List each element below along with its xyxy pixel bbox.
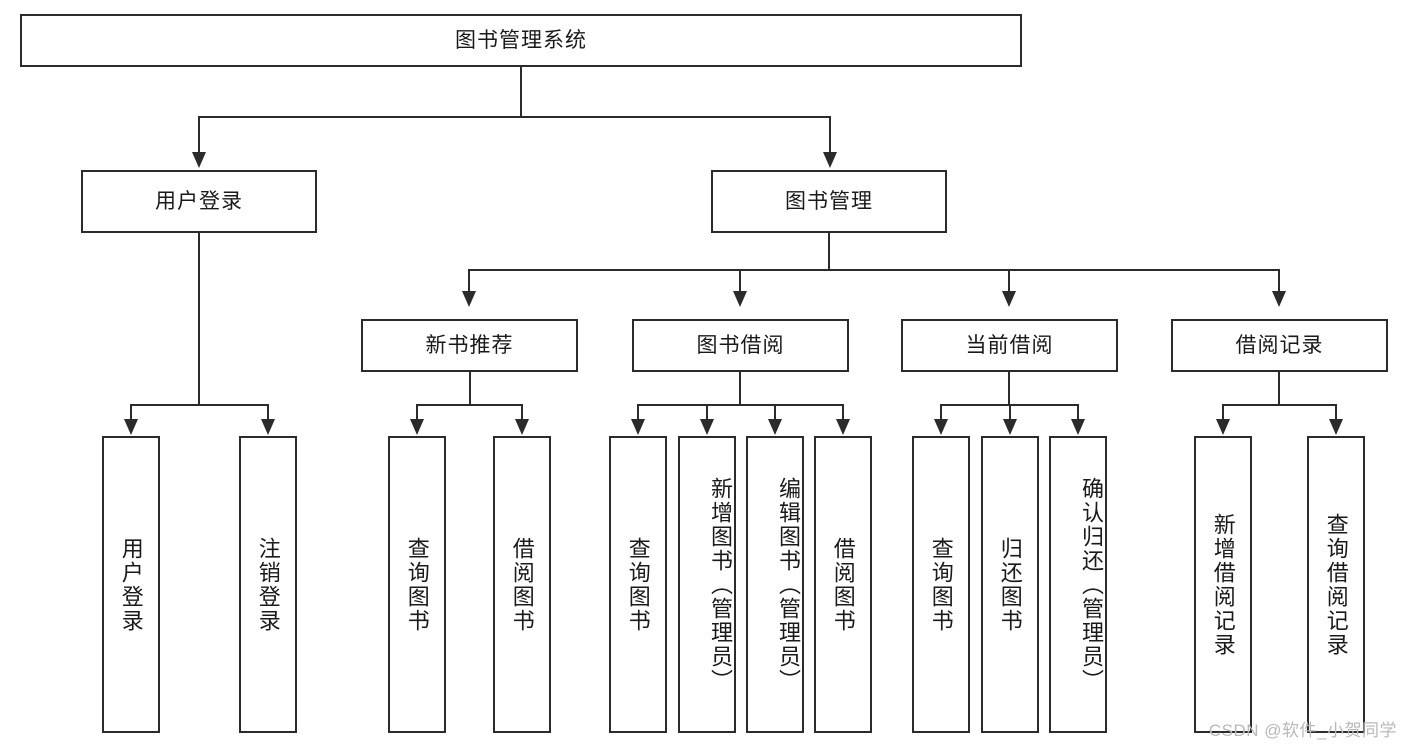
node-label: 图书借阅 xyxy=(696,333,785,357)
leaf-bb-add-book[interactable]: 新增图书（管理员） xyxy=(678,436,736,733)
connector-level2-bus xyxy=(468,269,1280,271)
connector-new-book-bus xyxy=(416,404,523,406)
connector-drop-cb-confirm xyxy=(1077,404,1079,420)
connector-drop-new-book xyxy=(468,269,470,293)
connector-drop-cb-query xyxy=(940,404,942,420)
arrow-to-nb-borrow-book xyxy=(515,419,529,435)
arrow-to-leaf-user-login xyxy=(124,419,138,435)
arrow-to-bb-borrow-book xyxy=(836,419,850,435)
arrow-to-nb-query-book xyxy=(410,419,424,435)
connector-drop-book-borrow xyxy=(739,269,741,293)
connector-drop-user-login xyxy=(198,116,200,154)
connector-drop-bb-query xyxy=(637,404,639,420)
arrow-to-br-add-record xyxy=(1216,419,1230,435)
connector-drop-leaf-logout xyxy=(267,404,269,420)
arrow-to-cb-return-book xyxy=(1003,419,1017,435)
connector-drop-borrow-records xyxy=(1278,269,1280,293)
arrow-to-cb-confirm-return xyxy=(1071,419,1085,435)
arrow-to-book-manage xyxy=(823,152,837,168)
leaf-label: 用户登录 xyxy=(118,536,144,633)
arrow-to-user-login xyxy=(192,152,206,168)
leaf-label: 查询图书 xyxy=(625,536,651,633)
node-label: 新书推荐 xyxy=(425,333,514,357)
arrow-to-bb-edit-book xyxy=(768,419,782,435)
leaf-cb-query-book[interactable]: 查询图书 xyxy=(912,436,970,733)
node-borrow-records[interactable]: 借阅记录 xyxy=(1171,319,1388,372)
connector-drop-leaf-user-login xyxy=(130,404,132,420)
leaf-label: 查询借阅记录 xyxy=(1323,512,1349,657)
leaf-bb-query-book[interactable]: 查询图书 xyxy=(609,436,667,733)
connector-current-borrow-stem xyxy=(1008,372,1010,405)
leaf-label: 借阅图书 xyxy=(830,536,856,633)
arrow-to-book-borrow xyxy=(733,291,747,307)
connector-level1-bus xyxy=(198,116,831,118)
connector-drop-br-query xyxy=(1335,404,1337,420)
leaf-label: 查询图书 xyxy=(404,536,430,633)
node-label: 图书管理 xyxy=(785,189,873,213)
node-root-library-system[interactable]: 图书管理系统 xyxy=(20,14,1022,67)
connector-root-stem xyxy=(520,67,522,117)
arrow-to-borrow-records xyxy=(1272,291,1286,307)
connector-drop-book-manage xyxy=(829,116,831,154)
connector-new-book-stem xyxy=(469,372,471,405)
connector-borrow-records-stem xyxy=(1278,372,1280,405)
leaf-nb-borrow-book[interactable]: 借阅图书 xyxy=(493,436,551,733)
leaf-bb-borrow-book[interactable]: 借阅图书 xyxy=(814,436,872,733)
leaf-nb-query-book[interactable]: 查询图书 xyxy=(388,436,446,733)
connector-drop-bb-borrow xyxy=(842,404,844,420)
node-label: 当前借阅 xyxy=(965,333,1054,357)
leaf-label: 归还图书 xyxy=(997,536,1023,633)
leaf-br-query-record[interactable]: 查询借阅记录 xyxy=(1307,436,1365,733)
connector-user-login-stem xyxy=(198,233,200,405)
connector-drop-cb-return xyxy=(1009,404,1011,420)
leaf-cb-return-book[interactable]: 归还图书 xyxy=(981,436,1039,733)
arrow-to-bb-add-book xyxy=(700,419,714,435)
arrow-to-bb-query-book xyxy=(631,419,645,435)
node-new-book-recommend[interactable]: 新书推荐 xyxy=(361,319,578,372)
arrow-to-current-borrow xyxy=(1002,291,1016,307)
arrow-to-leaf-logout xyxy=(261,419,275,435)
leaf-label: 借阅图书 xyxy=(509,536,535,633)
node-label: 用户登录 xyxy=(155,189,243,213)
leaf-label: 确认归还（管理员） xyxy=(1079,476,1104,693)
node-label: 图书管理系统 xyxy=(455,28,587,52)
leaf-label: 编辑图书（管理员） xyxy=(776,476,801,693)
leaf-cb-confirm-return[interactable]: 确认归还（管理员） xyxy=(1049,436,1107,733)
leaf-label: 查询图书 xyxy=(928,536,954,633)
leaf-user-login[interactable]: 用户登录 xyxy=(102,436,160,733)
node-current-borrow[interactable]: 当前借阅 xyxy=(901,319,1118,372)
connector-user-login-bus xyxy=(130,404,267,406)
leaf-logout[interactable]: 注销登录 xyxy=(239,436,297,733)
leaf-bb-edit-book[interactable]: 编辑图书（管理员） xyxy=(746,436,804,733)
arrow-to-new-book-recommend xyxy=(462,291,476,307)
leaf-br-add-record[interactable]: 新增借阅记录 xyxy=(1194,436,1252,733)
connector-book-borrow-stem xyxy=(739,372,741,405)
node-label: 借阅记录 xyxy=(1235,333,1324,357)
connector-drop-br-add xyxy=(1222,404,1224,420)
node-user-login[interactable]: 用户登录 xyxy=(81,170,317,233)
connector-drop-current-borrow xyxy=(1008,269,1010,293)
connector-drop-nb-borrow xyxy=(521,404,523,420)
node-book-management[interactable]: 图书管理 xyxy=(711,170,947,233)
leaf-label: 注销登录 xyxy=(255,536,281,633)
connector-drop-bb-add xyxy=(706,404,708,420)
arrow-to-br-query-record xyxy=(1329,419,1343,435)
leaf-label: 新增图书（管理员） xyxy=(708,476,733,693)
arrow-to-cb-query-book xyxy=(934,419,948,435)
leaf-label: 新增借阅记录 xyxy=(1210,512,1236,657)
connector-drop-nb-query xyxy=(416,404,418,420)
node-book-borrow[interactable]: 图书借阅 xyxy=(632,319,849,372)
connector-book-manage-stem xyxy=(828,233,830,270)
connector-drop-bb-edit xyxy=(774,404,776,420)
connector-borrow-records-bus xyxy=(1222,404,1335,406)
connector-book-borrow-bus xyxy=(637,404,843,406)
